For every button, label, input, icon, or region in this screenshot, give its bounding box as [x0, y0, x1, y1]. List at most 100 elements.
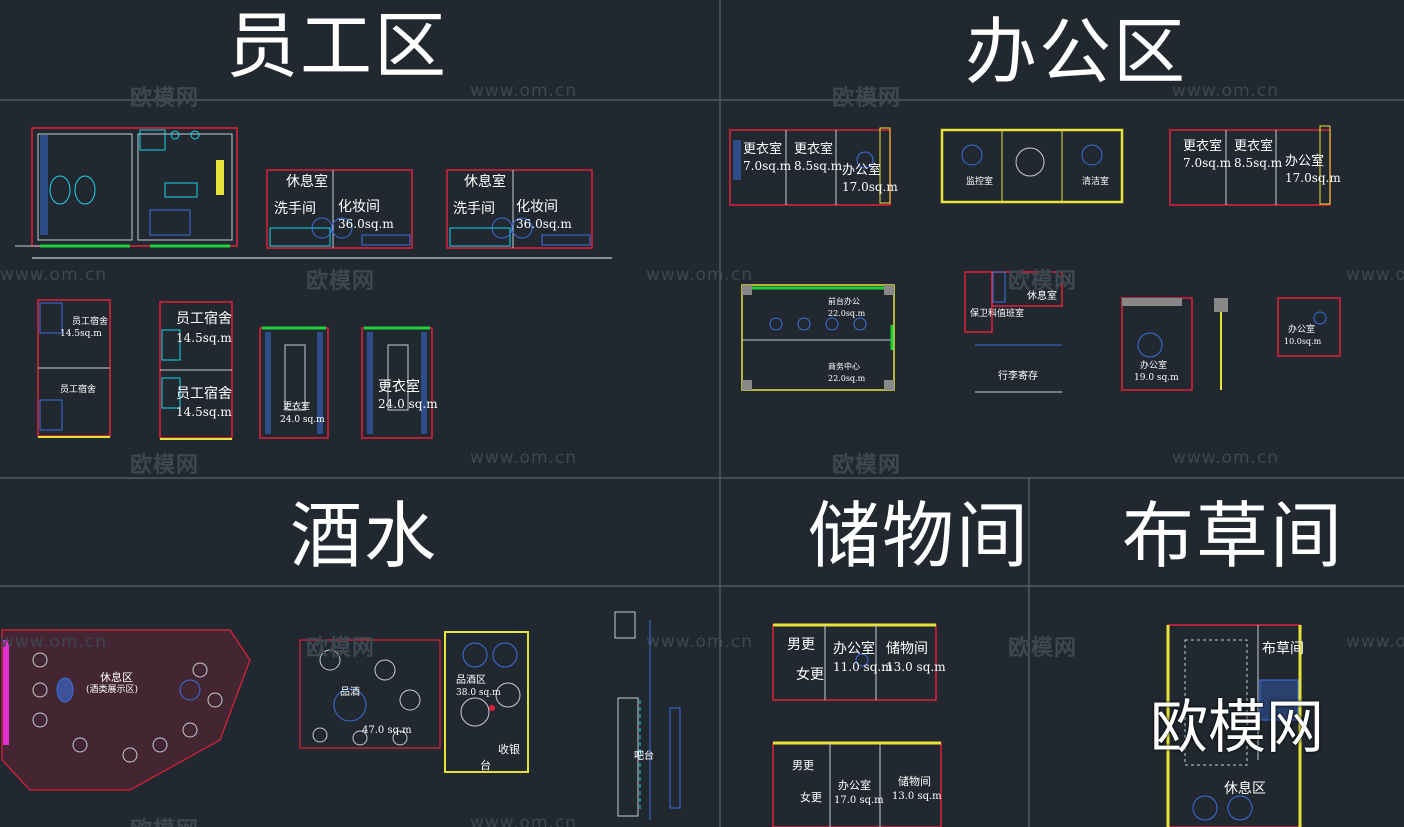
room-area: 24.0 sq.m [280, 415, 325, 425]
watermark-url: www.om.cn [1172, 81, 1280, 101]
room-label: 员工宿舍 [176, 386, 232, 402]
room-area: 14.5sq.m [176, 331, 232, 345]
watermark-brand: 欧模网 [130, 86, 200, 111]
room-label: 办公室 [838, 779, 871, 792]
watermark-brand: 欧模网 [832, 453, 902, 478]
linen-plan [1166, 624, 1302, 827]
room-area: 19.0 sq.m [1134, 373, 1179, 383]
room-label: 布草间 [1262, 641, 1304, 657]
room-label: 办公室 [1285, 154, 1325, 169]
room-label: 休息区 [1224, 781, 1266, 797]
room-label: 男更 [787, 637, 815, 653]
watermark-logo-large: 欧模网 [1150, 693, 1325, 761]
watermark-brand: 欧模网 [306, 269, 376, 294]
office-plan-security [964, 271, 1063, 393]
watermark-url: www.om.cn [0, 632, 108, 652]
watermark-brand: 欧模网 [1008, 636, 1078, 661]
room-label: 商务中心 [828, 362, 860, 371]
watermark-url: www.om.cn [470, 81, 578, 101]
watermark-brand: 欧模网 [832, 86, 902, 111]
room-label: 员工宿舍 [60, 385, 97, 395]
room-area: 38.0 sq.m [456, 688, 501, 698]
room-label: 保卫科值班室 [970, 309, 1025, 319]
room-label: 休息室 [286, 174, 328, 190]
room-label: 更衣室 [794, 142, 834, 157]
room-label: 清洁室 [1082, 177, 1110, 187]
room-area: 13.0 sq.m [892, 791, 942, 802]
room-area: 22.0sq.m [828, 309, 866, 318]
room-label: 更衣室 [1183, 139, 1223, 154]
room-label: 办公室 [1288, 325, 1316, 335]
room-label: 行李寄存 [998, 371, 1038, 382]
room-label: 洗手间 [274, 201, 316, 217]
room-label: 更衣室 [743, 142, 783, 157]
room-label: (酒类展示区) [86, 685, 139, 695]
room-area: 13.0 sq.m [886, 660, 946, 674]
title-wine-area: 酒水 [290, 494, 439, 578]
staff-lockers [259, 326, 433, 439]
staff-plan-rest1 [266, 169, 413, 249]
storage-plan-1 [772, 623, 937, 701]
office-plan-office3 [1121, 297, 1228, 391]
room-label: 更衣室 [378, 379, 420, 395]
room-area: 10.0sq.m [1284, 337, 1322, 346]
room-label: 化妆间 [516, 199, 558, 215]
wine-plan-bar [614, 611, 681, 820]
room-label: 办公室 [842, 163, 882, 178]
room-label: 员工宿舍 [176, 311, 232, 327]
watermark-url: www.om.cn [470, 448, 578, 468]
room-label: 男更 [792, 759, 814, 772]
office-plan-3 [1169, 125, 1331, 206]
room-area: 8.5sq.m [794, 159, 843, 173]
room-label: 品酒区 [456, 675, 486, 686]
wine-plan-lounge [1, 629, 251, 791]
room-label: 储物间 [886, 641, 928, 657]
staff-plan-rest2 [446, 169, 593, 249]
watermark-url: www.om.cn [470, 813, 578, 827]
title-linen-room: 布草间 [1122, 494, 1345, 578]
staff-dorms [37, 299, 233, 440]
office-plan-office4 [1277, 297, 1341, 357]
room-label: 洗手间 [453, 201, 495, 217]
room-label: 前台办公 [828, 297, 860, 306]
office-plan-2 [940, 128, 1124, 204]
watermark-brand: 欧模网 [130, 812, 199, 827]
watermark-brand: 欧模网 [306, 636, 376, 661]
room-area: 14.5sq.m [176, 405, 232, 419]
room-area: 47.0 sq.m [362, 725, 412, 736]
office-plan-front [741, 284, 895, 391]
room-label: 化妆间 [338, 199, 380, 215]
watermark-url: www.om.cn [1172, 448, 1280, 468]
room-label: 储物间 [898, 775, 931, 788]
room-area: 14.5sq.m [60, 329, 102, 339]
room-label: 办公室 [1140, 361, 1168, 371]
staff-plan-main [15, 127, 612, 259]
title-office-area: 办公区 [965, 10, 1188, 94]
watermark-url: www.om.cn [646, 265, 754, 285]
room-label: 员工宿舍 [72, 317, 109, 327]
room-label: 收银 [498, 743, 520, 756]
room-label: 女更 [796, 667, 824, 683]
room-area: 7.0sq.m [1183, 156, 1232, 170]
room-label: 更衣室 [283, 402, 311, 412]
room-label: 办公室 [833, 641, 875, 657]
room-area: 7.0sq.m [743, 159, 792, 173]
watermark-url: www.om.cn [1346, 265, 1404, 285]
title-staff-area: 员工区 [226, 4, 449, 88]
room-label: 监控室 [966, 177, 994, 187]
room-area: 11.0 sq.m [833, 660, 893, 674]
watermark-url: www.om.cn [0, 265, 108, 285]
room-label: 休息室 [1027, 291, 1057, 302]
watermark-brand: 欧模网 [1008, 269, 1078, 294]
room-area: 36.0sq.m [516, 217, 572, 231]
room-label: 吧台 [634, 751, 654, 762]
room-label: 休息室 [464, 174, 506, 190]
room-label: 更衣室 [1234, 139, 1274, 154]
room-area: 8.5sq.m [1234, 156, 1283, 170]
room-label: 女更 [800, 791, 822, 804]
room-area: 17.0sq.m [842, 180, 898, 194]
room-area: 24.0 sq.m [378, 397, 438, 411]
